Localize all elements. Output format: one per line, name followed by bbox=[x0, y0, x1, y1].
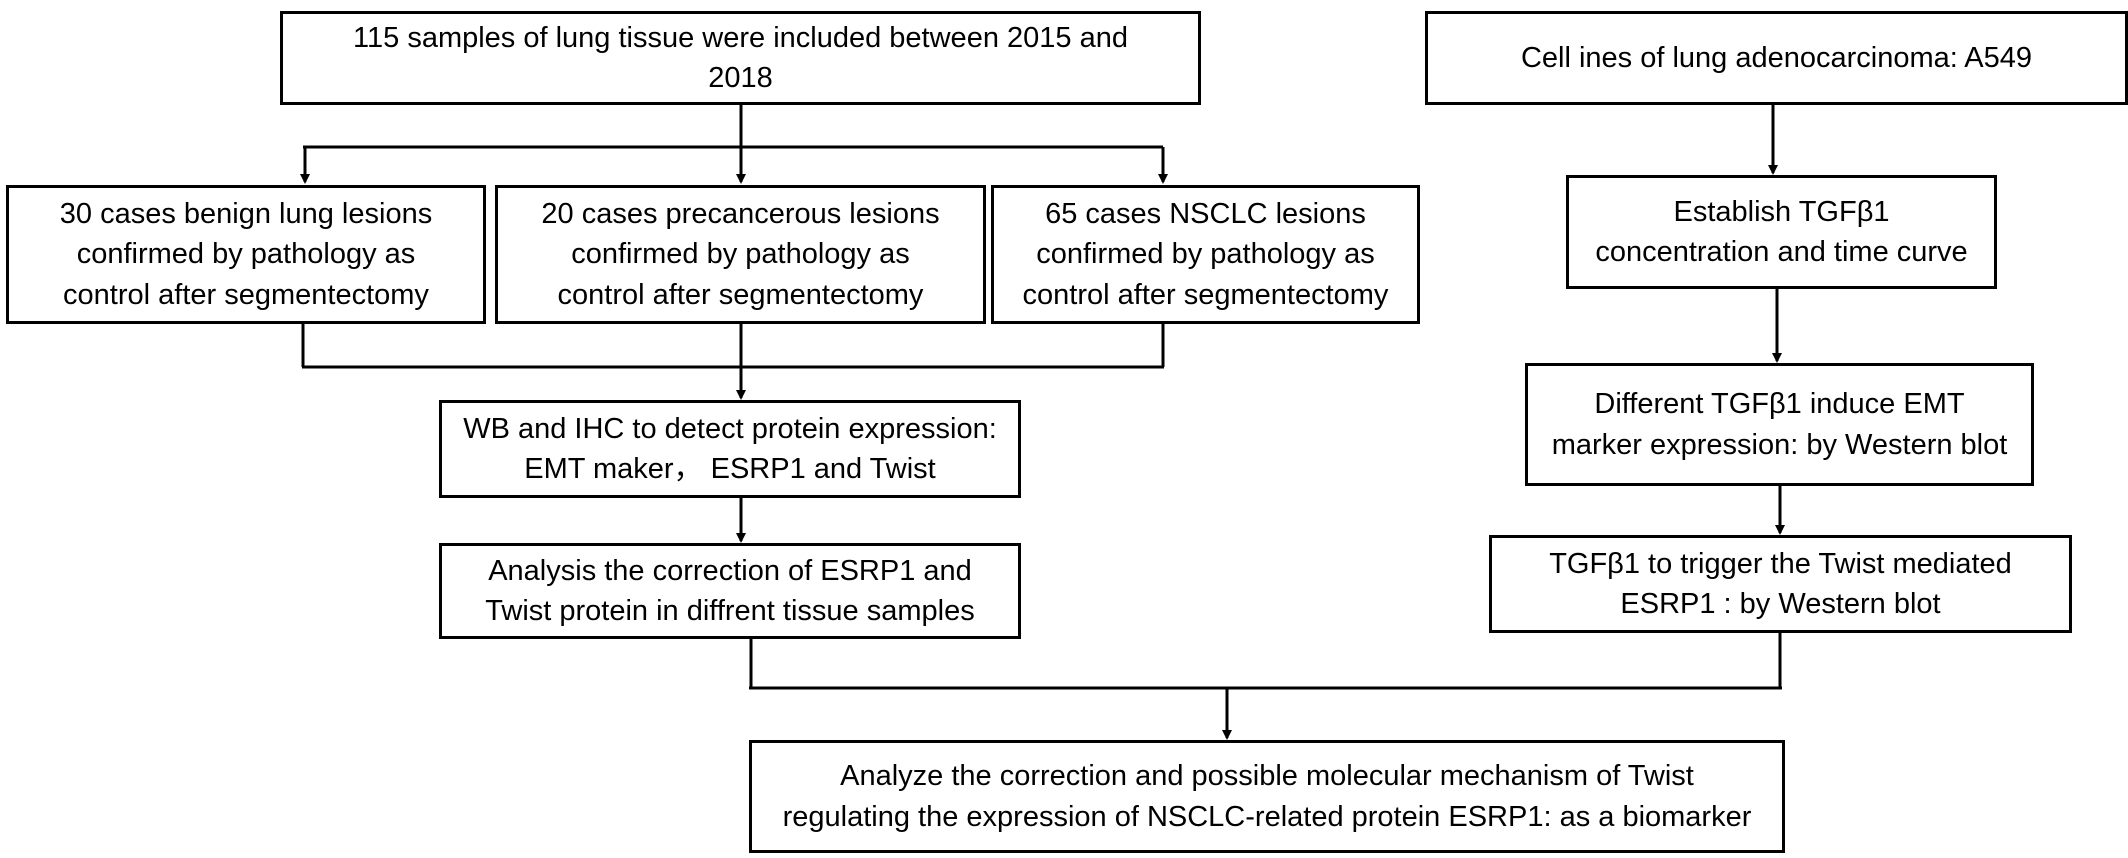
analysis-box: Analysis the correction of ESRP1 and Twi… bbox=[439, 543, 1021, 639]
trigger-twist-box: TGFβ1 to trigger the Twist mediated ESRP… bbox=[1489, 535, 2072, 633]
benign-lesions-box: 30 cases benign lung lesions confirmed b… bbox=[6, 185, 486, 324]
conclusion-box: Analyze the correction and possible mole… bbox=[749, 740, 1785, 853]
precancerous-lesions-box: 20 cases precancerous lesions confirmed … bbox=[495, 185, 986, 324]
samples-box: 115 samples of lung tissue were included… bbox=[280, 11, 1201, 105]
wb-ihc-box: WB and IHC to detect protein expression:… bbox=[439, 400, 1021, 498]
different-tgf-box: Different TGFβ1 induce EMT marker expres… bbox=[1525, 363, 2034, 486]
nsclc-lesions-box: 65 cases NSCLC lesions confirmed by path… bbox=[991, 185, 1420, 324]
cell-lines-box: Cell ines of lung adenocarcinoma: A549 bbox=[1425, 11, 2128, 105]
establish-tgf-box: Establish TGFβ1 concentration and time c… bbox=[1566, 175, 1997, 289]
